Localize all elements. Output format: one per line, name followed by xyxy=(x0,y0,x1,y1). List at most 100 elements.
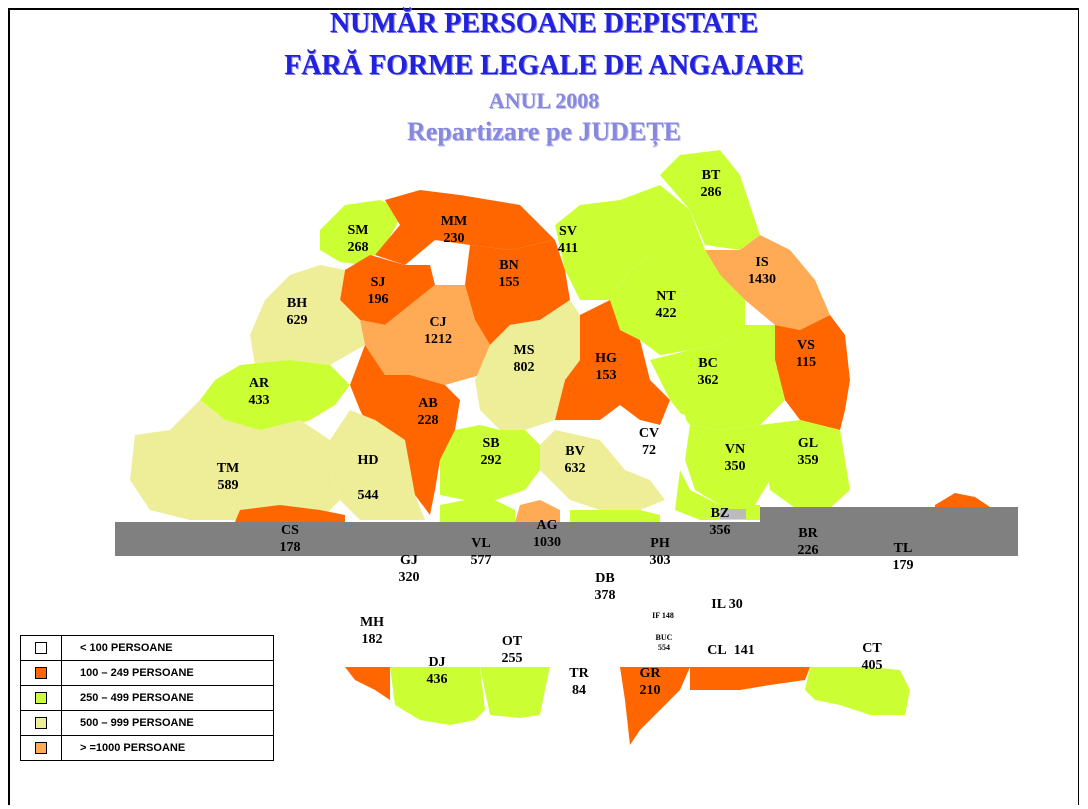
county-CJ-shape xyxy=(360,285,490,385)
county-MM-shape xyxy=(375,190,555,265)
title-subtitle: Repartizare pe JUDEȚE xyxy=(407,117,681,146)
county-BC-shape xyxy=(650,325,785,430)
legend-label: > =1000 PERSOANE xyxy=(80,742,186,754)
county-label-CL: CL 141 xyxy=(707,643,755,658)
county-OT-shape xyxy=(480,667,550,718)
legend: < 100 PERSOANE 100 – 249 PERSOANE 250 – … xyxy=(20,635,274,761)
county-VL-shape xyxy=(440,500,515,522)
legend-swatch-orange-red xyxy=(35,667,47,679)
title-line-1: NUMĂR PERSOANE DEPISTATE xyxy=(329,8,759,39)
bz-checker-mark xyxy=(720,509,746,519)
county-GR-shape xyxy=(620,667,690,745)
gray-band-right xyxy=(760,507,1018,523)
legend-swatch-light-orange xyxy=(35,742,47,754)
county-TR-shape xyxy=(540,667,630,745)
county-AG-shape xyxy=(515,500,560,522)
county-BV-shape xyxy=(540,430,665,510)
title-line-2: FĂRĂ FORME LEGALE DE ANGAJARE xyxy=(284,50,804,81)
county-CT-shape xyxy=(805,667,910,715)
county-MH-shape xyxy=(345,667,390,700)
county-BT-shape xyxy=(660,150,760,250)
legend-label: 100 – 249 PERSOANE xyxy=(80,667,194,679)
county-SJ-shape xyxy=(340,255,435,325)
county-BH-shape xyxy=(250,265,365,365)
county-TL-shape xyxy=(935,493,990,507)
legend-swatch-green xyxy=(35,692,47,704)
county-TM-shape xyxy=(130,400,340,520)
title-year: ANUL 2008 xyxy=(488,88,600,113)
county-SM-shape xyxy=(320,200,405,265)
county-VN-shape xyxy=(685,425,770,505)
legend-row: 500 – 999 PERSOANE xyxy=(21,711,273,736)
county-NT-shape xyxy=(610,250,745,355)
county-SV-shape xyxy=(555,185,705,300)
legend-swatch-white xyxy=(35,642,47,654)
county-label-IF: IF 148 xyxy=(652,611,674,620)
legend-row: 250 – 499 PERSOANE xyxy=(21,686,273,711)
legend-row: > =1000 PERSOANE xyxy=(21,736,273,760)
county-CS-shape xyxy=(235,505,345,522)
legend-row: 100 – 249 PERSOANE xyxy=(21,661,273,686)
county-GL-shape xyxy=(760,420,850,508)
legend-row: < 100 PERSOANE xyxy=(21,636,273,661)
county-BZ-shape xyxy=(675,470,760,520)
legend-label: 500 – 999 PERSOANE xyxy=(80,717,194,729)
county-BN-shape xyxy=(465,240,570,345)
county-HD-shape xyxy=(330,410,425,520)
county-PH-shape xyxy=(570,510,660,522)
county-MS-shape xyxy=(475,300,580,430)
county-CL-shape xyxy=(690,667,810,690)
county-label-IL: IL 30 xyxy=(711,597,743,612)
legend-label: 250 – 499 PERSOANE xyxy=(80,692,194,704)
county-DJ-shape xyxy=(390,667,485,725)
county-HG-shape xyxy=(555,300,670,425)
county-IS-shape xyxy=(705,235,830,330)
county-VS-shape xyxy=(775,315,850,430)
gray-band xyxy=(115,522,1018,556)
legend-swatch-light-yellow xyxy=(35,717,47,729)
county-SB-shape xyxy=(440,425,540,500)
county-AR-shape xyxy=(200,360,350,430)
county-AB-shape xyxy=(350,345,460,515)
county-CV-shape xyxy=(600,410,690,495)
legend-label: < 100 PERSOANE xyxy=(80,642,173,654)
